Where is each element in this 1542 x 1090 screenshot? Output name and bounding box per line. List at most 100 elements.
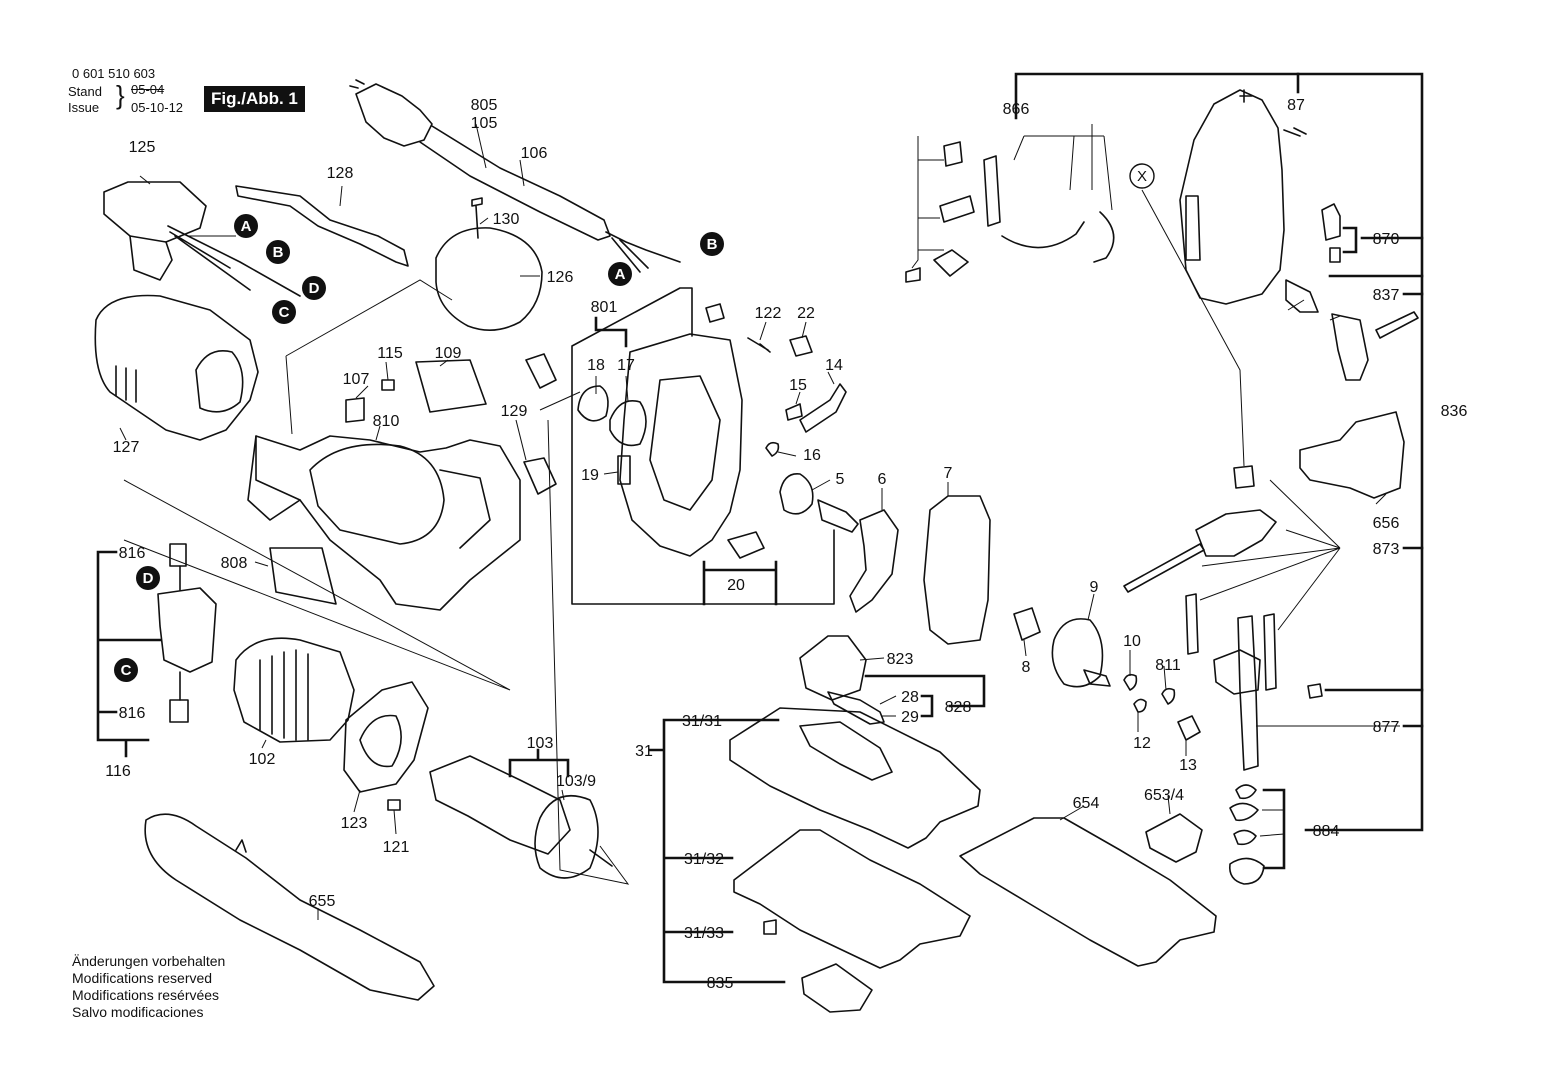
svg-text:D: D <box>309 280 320 297</box>
label-823: 823 <box>887 651 914 668</box>
note-es: Salvo modificaciones <box>72 1004 204 1020</box>
label-884: 884 <box>1313 823 1340 840</box>
group-866-drawing <box>905 141 1115 283</box>
cap-126-drawing <box>435 227 543 331</box>
label-128: 128 <box>327 165 354 182</box>
stator-drawing <box>233 637 355 743</box>
marker-c-switch: C <box>114 658 138 682</box>
leader-lines <box>119 123 1400 920</box>
label-877: 877 <box>1373 719 1400 736</box>
pin-19-drawing <box>617 455 631 485</box>
gear-shaft-drawing <box>1083 669 1111 687</box>
ring-18-drawing <box>577 385 609 422</box>
label-103-9: 103/9 <box>556 773 596 790</box>
label-107: 107 <box>343 371 370 388</box>
stand-issue-brace: } <box>116 80 125 110</box>
nut-877-drawing <box>1307 683 1323 699</box>
label-31-33: 31/33 <box>684 925 724 942</box>
label-6: 6 <box>878 471 887 488</box>
gear-housing-drawing <box>619 333 743 557</box>
svg-text:B: B <box>707 236 718 253</box>
stand-value: 05-04 <box>131 82 165 97</box>
issue-value: 05-10-12 <box>131 100 184 115</box>
label-873: 873 <box>1373 541 1400 558</box>
svg-text:A: A <box>615 266 626 283</box>
label-122: 122 <box>755 305 782 322</box>
washer-884a-drawing <box>1235 784 1257 800</box>
clamp-835-drawing <box>801 963 873 1013</box>
note-de: Änderungen vorbehalten <box>72 953 226 969</box>
marker-b-right: B <box>700 232 724 256</box>
label-123: 123 <box>341 815 368 832</box>
washer-884c-drawing <box>1233 829 1257 846</box>
svg-text:D: D <box>143 570 154 587</box>
label-14: 14 <box>825 357 843 374</box>
screw-87-drawing <box>1283 127 1307 137</box>
motor-housing-drawing <box>247 435 521 611</box>
switch-module-drawing <box>157 543 217 723</box>
issue-label: Issue <box>68 100 100 115</box>
screw-31-33-drawing <box>763 919 777 935</box>
screw-130-drawing <box>471 197 483 239</box>
label-102: 102 <box>249 751 276 768</box>
bushing-13-drawing <box>1177 715 1201 741</box>
label-19: 19 <box>581 467 599 484</box>
ring-16-drawing <box>765 441 780 457</box>
label-20: 20 <box>727 577 745 594</box>
label-655: 655 <box>309 893 336 910</box>
label-130: 130 <box>493 211 520 228</box>
label-12: 12 <box>1133 735 1151 752</box>
part-22-drawing <box>789 335 813 357</box>
label-16: 16 <box>803 447 821 464</box>
part-823-drawing <box>799 635 867 701</box>
label-109: 109 <box>435 345 462 362</box>
gear-9-drawing <box>1051 618 1104 688</box>
figure-label: Fig./Abb. 1 <box>204 86 305 112</box>
bearing-plate-drawing <box>343 681 429 793</box>
shoe-31-32-drawing <box>733 829 971 969</box>
part-873-drawing <box>1195 509 1277 557</box>
label-29: 29 <box>901 709 919 726</box>
note-fr: Modifications resérvées <box>72 987 220 1003</box>
label-18: 18 <box>587 357 605 374</box>
part-653-4-drawing <box>1145 813 1203 863</box>
crank-housing-drawing <box>923 495 991 645</box>
pin-drawing <box>525 353 557 389</box>
label-805: 805 <box>471 97 498 114</box>
label-15: 15 <box>789 377 807 394</box>
label-816-top: 816 <box>119 545 146 562</box>
part-870-drawing <box>1321 203 1341 241</box>
part-14-drawing <box>799 383 847 433</box>
label-105: 105 <box>471 115 498 132</box>
label-87: 87 <box>1287 97 1305 114</box>
screw-115-drawing <box>381 379 395 391</box>
label-116: 116 <box>105 763 131 780</box>
label-125: 125 <box>129 139 156 156</box>
label-28: 28 <box>901 689 919 706</box>
label-9: 9 <box>1090 579 1099 596</box>
washer-884b-drawing <box>1229 802 1259 822</box>
part-870b-drawing <box>1329 247 1341 263</box>
guard-656-drawing <box>1299 411 1405 499</box>
label-10: 10 <box>1123 633 1141 650</box>
footplate-31-drawing <box>729 707 981 849</box>
svg-text:A: A <box>241 218 252 235</box>
marker-x: X <box>1129 163 1155 189</box>
label-808: 808 <box>221 555 248 572</box>
washer-10-drawing <box>1123 673 1138 691</box>
label-870: 870 <box>1373 231 1400 248</box>
label-835: 835 <box>707 975 734 992</box>
part-837-drawing <box>1285 279 1319 313</box>
label-828: 828 <box>945 699 972 716</box>
screw-121-drawing <box>387 799 401 811</box>
bracket-lines <box>96 72 1424 984</box>
washer-12-drawing <box>1133 698 1147 713</box>
label-8: 8 <box>1022 659 1031 676</box>
rod-873-drawing <box>1123 543 1205 593</box>
label-654: 654 <box>1073 795 1100 812</box>
pin-top-drawing <box>705 303 725 323</box>
main-housing-drawing <box>1179 89 1285 305</box>
label-653-4: 653/4 <box>1144 787 1184 804</box>
power-cable-drawing <box>349 79 681 273</box>
screw-15-drawing <box>785 403 803 421</box>
